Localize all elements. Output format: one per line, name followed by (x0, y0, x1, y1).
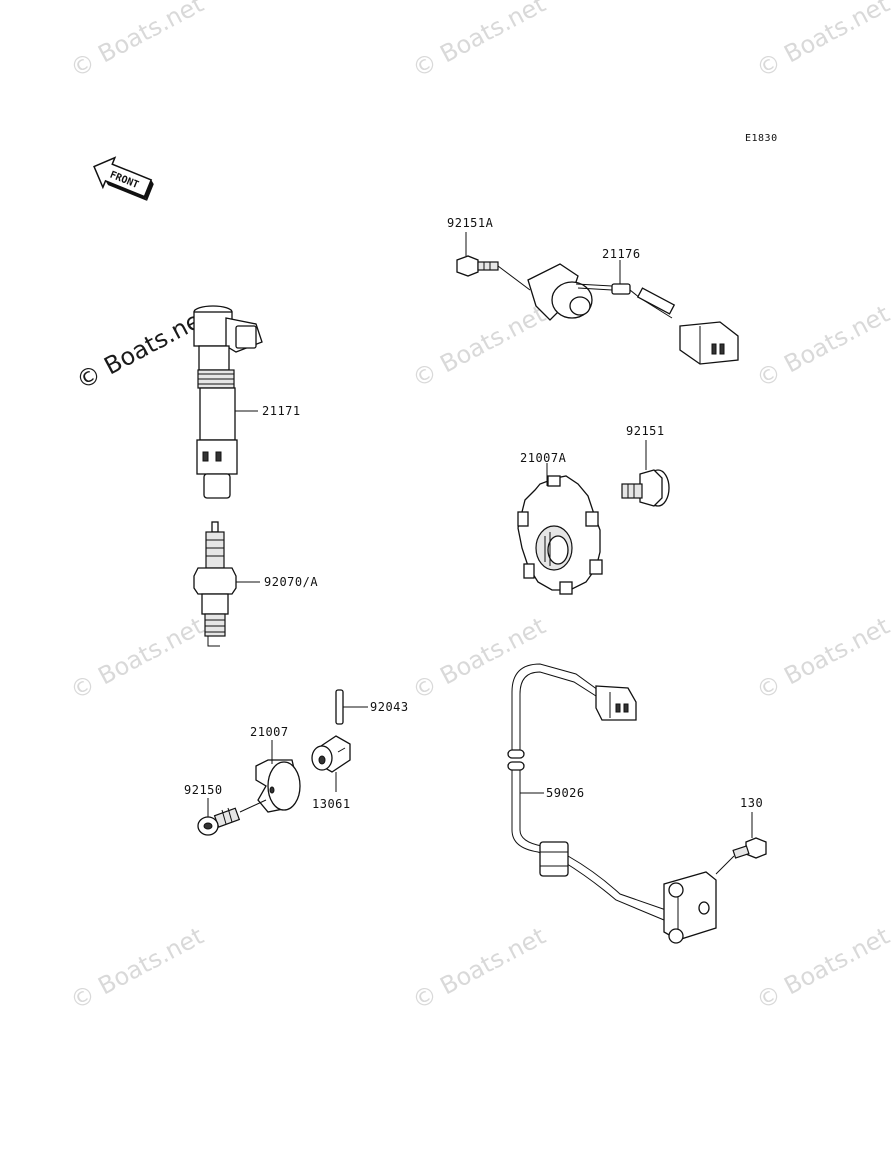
bolt-92150-part: 92150 (184, 783, 267, 836)
part-label-92151a: 92151A (447, 216, 494, 230)
part-label-21171: 21171 (262, 404, 301, 418)
watermark: © Boats.net (752, 300, 894, 393)
watermark-group: © Boats.net © Boats.net © Boats.net © Bo… (66, 0, 894, 1015)
pickup-coil-59026-part: 59026 (507, 663, 717, 944)
watermark: © Boats.net (752, 612, 894, 705)
watermark: © Boats.net (408, 922, 550, 1015)
part-label-59026: 59026 (546, 786, 585, 800)
watermark: © Boats.net (408, 0, 550, 83)
coupling-13061-part: 13061 (311, 735, 351, 811)
rotor-21007a-part: 21007A (517, 451, 603, 595)
part-label-92151: 92151 (626, 424, 665, 438)
watermark: © Boats.net (66, 0, 208, 83)
part-label-92150: 92150 (184, 783, 223, 797)
watermark: © Boats.net (66, 612, 208, 705)
part-label-13061: 13061 (312, 797, 351, 811)
watermark: © Boats.net (752, 922, 894, 1015)
watermark: © Boats.net (408, 300, 550, 393)
watermark: © Boats.net (408, 612, 550, 705)
front-arrow-icon: FRONT (93, 156, 154, 201)
ignition-coil-part: 21171 (193, 305, 301, 499)
part-label-130: 130 (740, 796, 763, 810)
diagram-code: E1830 (745, 133, 778, 144)
sensor-bolt-part: 92151A (447, 216, 531, 291)
watermark: © Boats.net (752, 0, 894, 83)
bolt-92151-part: 92151 (621, 424, 670, 507)
part-label-92043: 92043 (370, 700, 409, 714)
part-label-21176: 21176 (602, 247, 641, 261)
watermark-dark: © Boats.net (72, 302, 214, 395)
spark-plug-part: 92070/A (193, 521, 318, 647)
rotor-21007-part: 21007 (250, 725, 301, 813)
bolt-130-part: 130 (715, 796, 767, 875)
part-label-21007: 21007 (250, 725, 289, 739)
part-label-92070a: 92070/A (264, 575, 318, 589)
pin-92043-part: 92043 (335, 689, 409, 725)
watermark: © Boats.net (66, 922, 208, 1015)
speed-sensor-part: 21176 (527, 247, 739, 365)
part-label-21007a: 21007A (520, 451, 567, 465)
